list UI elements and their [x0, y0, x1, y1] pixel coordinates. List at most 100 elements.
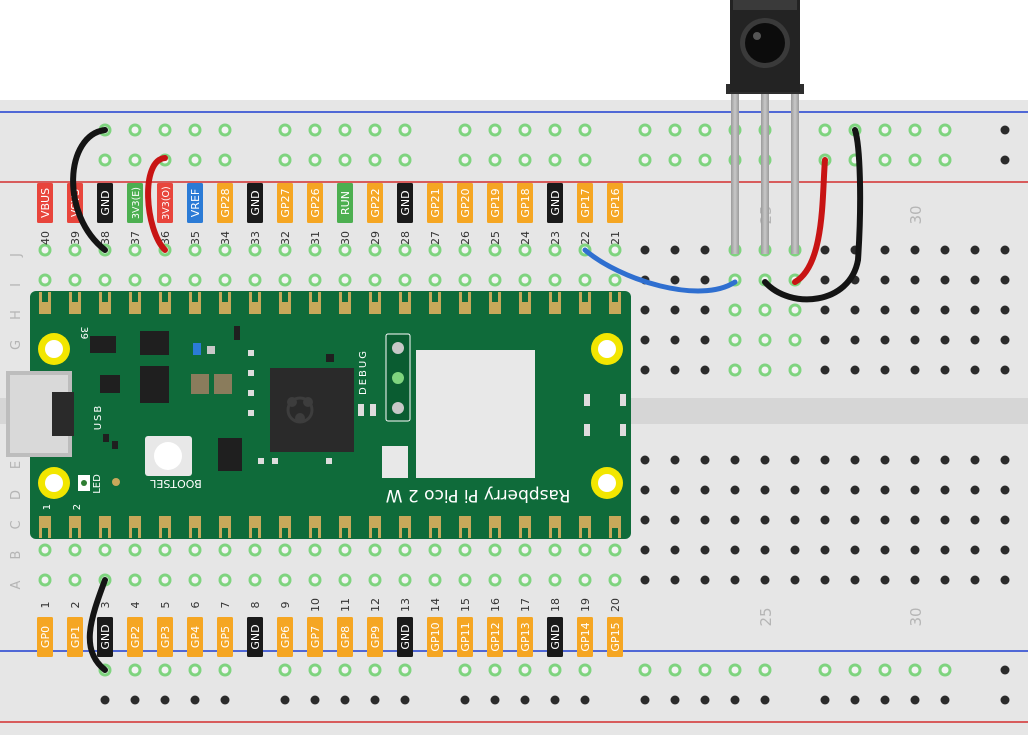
- pin-number-label: 37: [129, 231, 142, 245]
- top-rail-hole-center: [372, 127, 379, 134]
- terminal-hole-center: [72, 247, 79, 254]
- terminal-hole: [911, 456, 920, 465]
- terminal-hole: [911, 366, 920, 375]
- castellated-pad-notch: [552, 292, 558, 302]
- top-rail-hole-center: [462, 127, 469, 134]
- terminal-hole: [671, 306, 680, 315]
- pin-name-label: GP19: [489, 188, 502, 217]
- castellated-pad-notch: [72, 292, 78, 302]
- terminal-hole: [821, 246, 830, 255]
- terminal-hole: [851, 546, 860, 555]
- castellated-pad-notch: [432, 528, 438, 538]
- terminal-hole-center: [372, 577, 379, 584]
- bottom-rail-hole-center: [852, 667, 859, 674]
- pin-name-label: GP18: [519, 188, 532, 217]
- terminal-hole: [671, 546, 680, 555]
- bottom-rail-hole-center: [552, 667, 559, 674]
- pin-number-label: 11: [339, 598, 352, 612]
- pin-name-label: GP4: [189, 626, 202, 648]
- terminal-hole: [671, 516, 680, 525]
- terminal-hole: [941, 366, 950, 375]
- bottom-rail-hole-center: [372, 667, 379, 674]
- terminal-hole: [851, 576, 860, 585]
- top-rail-hole: [1001, 156, 1010, 165]
- bottom-rail-hole: [881, 696, 890, 705]
- terminal-hole: [941, 576, 950, 585]
- top-rail-hole-center: [582, 127, 589, 134]
- top-rail-hole-center: [642, 127, 649, 134]
- bootsel-button-cap-icon: [154, 442, 182, 470]
- terminal-hole: [761, 516, 770, 525]
- terminal-hole: [731, 546, 740, 555]
- terminal-hole-center: [462, 247, 469, 254]
- terminal-hole: [851, 306, 860, 315]
- terminal-hole: [671, 456, 680, 465]
- row-letter-i: I: [9, 283, 24, 287]
- terminal-hole-center: [132, 247, 139, 254]
- terminal-hole-center: [342, 577, 349, 584]
- pin-name-label: GND: [549, 190, 562, 215]
- castellated-pad-notch: [522, 292, 528, 302]
- terminal-hole: [821, 336, 830, 345]
- terminal-hole: [941, 486, 950, 495]
- terminal-hole: [671, 276, 680, 285]
- terminal-hole: [971, 546, 980, 555]
- terminal-hole: [881, 366, 890, 375]
- terminal-hole: [761, 576, 770, 585]
- terminal-hole-center: [102, 277, 109, 284]
- pin-number-label: 34: [219, 231, 232, 245]
- pin-number-label: 16: [489, 598, 502, 612]
- terminal-hole: [641, 306, 650, 315]
- top-rail-hole-center: [672, 127, 679, 134]
- terminal-hole-center: [132, 547, 139, 554]
- pin-name-label: GP9: [369, 626, 382, 648]
- bottom-rail-hole-center: [702, 667, 709, 674]
- terminal-hole: [941, 516, 950, 525]
- pin-name-label: GP0: [39, 626, 52, 648]
- bottom-rail-hole-center: [912, 667, 919, 674]
- terminal-hole: [941, 246, 950, 255]
- bottom-rail-hole: [281, 696, 290, 705]
- terminal-hole: [911, 546, 920, 555]
- terminal-hole-center: [492, 247, 499, 254]
- bottom-rail-hole: [851, 696, 860, 705]
- terminal-hole: [701, 486, 710, 495]
- bottom-rail-hole-center: [672, 667, 679, 674]
- terminal-hole: [641, 456, 650, 465]
- bottom-rail-hole-center: [222, 667, 229, 674]
- terminal-hole-center: [342, 547, 349, 554]
- top-rail-hole-center: [402, 127, 409, 134]
- top-rail-hole-center: [912, 157, 919, 164]
- terminal-hole: [821, 546, 830, 555]
- castellated-pad-notch: [432, 292, 438, 302]
- terminal-hole: [941, 456, 950, 465]
- pin-number-label: 14: [429, 598, 442, 612]
- bootsel-label: BOOTSEL: [149, 477, 201, 490]
- terminal-hole-center: [162, 547, 169, 554]
- terminal-hole: [821, 276, 830, 285]
- pin-number-label: 24: [519, 231, 532, 245]
- bottom-rail-hole: [191, 696, 200, 705]
- bottom-rail-hole-center: [282, 667, 289, 674]
- top-rail-hole-center: [372, 157, 379, 164]
- bottom-rail-hole: [221, 696, 230, 705]
- pin-name-label: GP6: [279, 626, 292, 648]
- mounting-hole-top-left-inner: [45, 340, 63, 358]
- terminal-hole-center: [402, 247, 409, 254]
- pin-number-label: 31: [309, 231, 322, 245]
- row-letter-a: A: [9, 580, 24, 589]
- castellated-pad-notch: [222, 528, 228, 538]
- pin-number-label: 2: [69, 602, 82, 609]
- terminal-hole-center: [612, 577, 619, 584]
- terminal-hole-center: [492, 277, 499, 284]
- pin-name-label: GP22: [369, 188, 382, 217]
- terminal-hole-center: [312, 547, 319, 554]
- terminal-hole-center: [612, 247, 619, 254]
- terminal-hole: [731, 576, 740, 585]
- terminal-hole-center: [552, 247, 559, 254]
- terminal-hole: [881, 276, 890, 285]
- castellated-pad-notch: [282, 292, 288, 302]
- terminal-hole: [671, 336, 680, 345]
- terminal-hole: [671, 246, 680, 255]
- terminal-hole: [881, 576, 890, 585]
